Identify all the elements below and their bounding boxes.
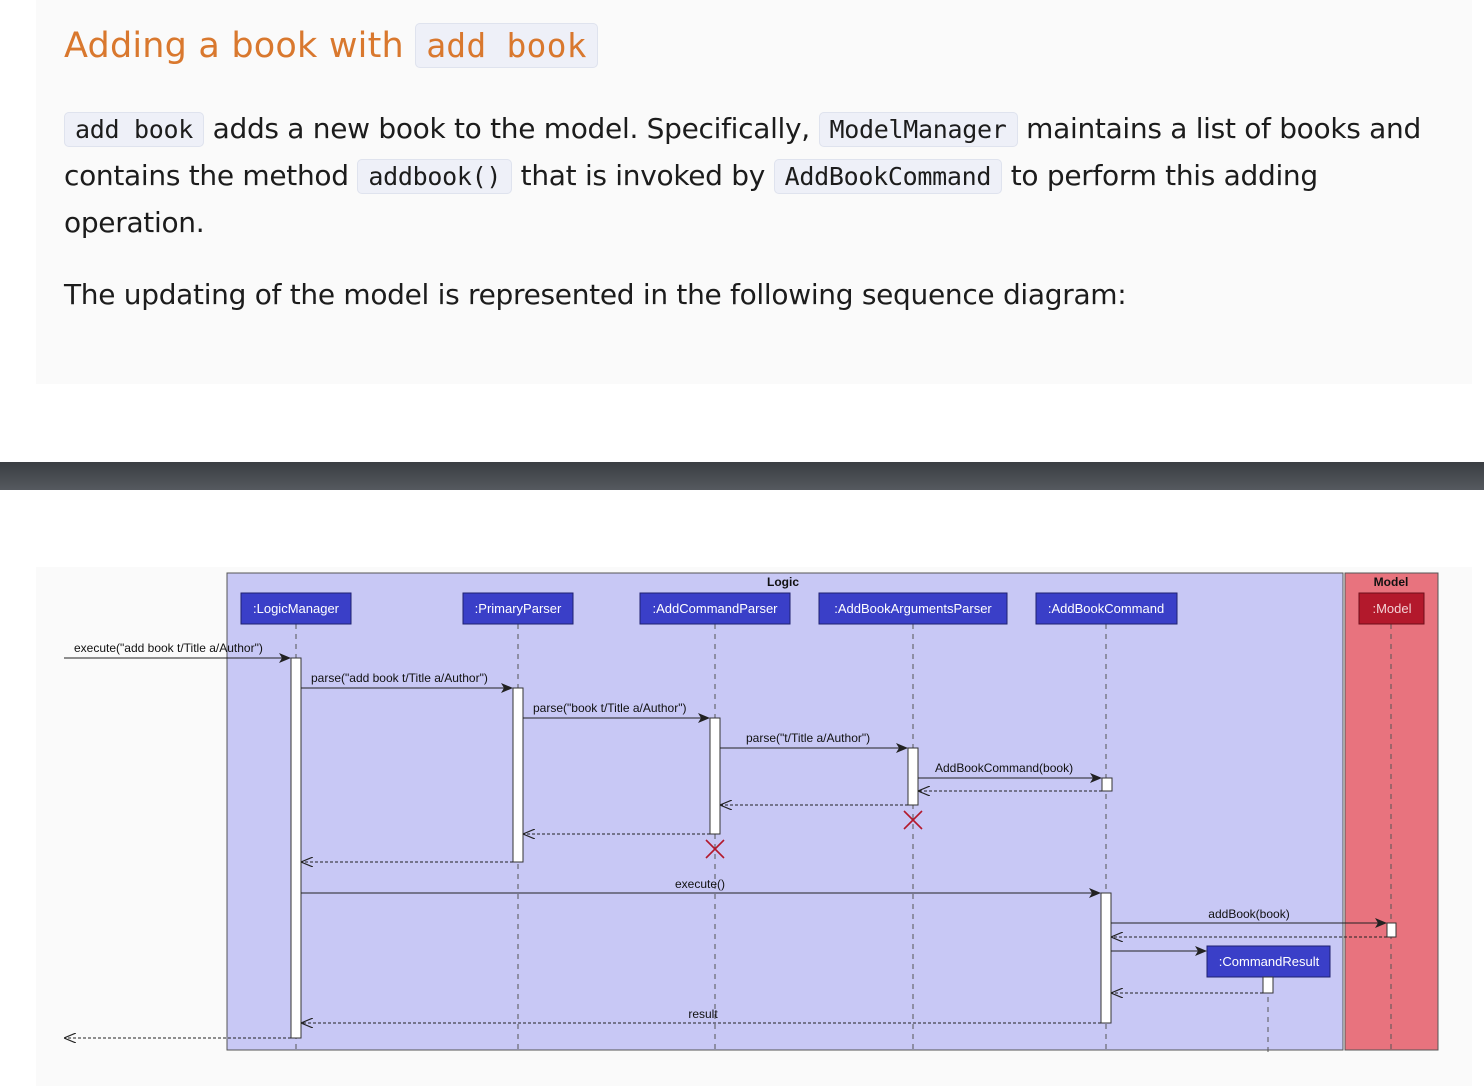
heading-text: Adding a book with (64, 26, 416, 66)
message-label-add-book: addBook(book) (1208, 907, 1289, 921)
message-label-parse-primary: parse("add book t/Title a/Author") (311, 671, 488, 685)
message-label-result: result (688, 1007, 718, 1021)
paragraph-text: to perform this adding operation. (64, 159, 1318, 239)
inline-code-addbook: addbook() (357, 159, 513, 194)
message-label-execute-command: execute("add book t/Title a/Author") (74, 641, 263, 655)
sequence-diagram: Logic Model :LogicManager :PrimaryParser… (64, 572, 1439, 1053)
paragraph-text: maintains a list of books and contains t… (64, 112, 1421, 192)
description-paragraph: add book adds a new book to the model. S… (64, 106, 1444, 246)
dark-divider-band (0, 462, 1484, 490)
activation-model (1386, 922, 1397, 938)
section-heading: Adding a book with add book (64, 23, 598, 68)
inline-code-model-manager: ModelManager (818, 112, 1018, 147)
logic-group-box (226, 572, 1344, 1051)
activation-primary-parser (512, 687, 524, 863)
participant-label: :CommandResult (1219, 954, 1320, 969)
participant-add-command-parser: :AddCommandParser (639, 592, 791, 625)
activation-command-result (1262, 976, 1274, 994)
participant-label: :Model (1372, 601, 1411, 616)
model-group-box (1344, 572, 1439, 1051)
logic-group-label: Logic (767, 575, 799, 589)
participant-label: :AddBookArgumentsParser (834, 601, 992, 616)
message-label-create-add-book-command: AddBookCommand(book) (935, 761, 1073, 775)
participant-label: :LogicManager (253, 601, 340, 616)
activation-add-book-command (1100, 892, 1112, 1024)
participant-logic-manager: :LogicManager (240, 592, 352, 625)
paragraph-text: adds a new book to the model. Specifical… (204, 112, 819, 145)
participant-label: :AddBookCommand (1048, 601, 1164, 616)
model-group-label: Model (1374, 575, 1409, 589)
inline-code-add-book-command: AddBookCommand (773, 159, 1003, 194)
participant-model: :Model (1358, 592, 1425, 625)
participant-add-book-command: :AddBookCommand (1035, 592, 1178, 625)
inline-code-add-book: add book (64, 112, 205, 147)
message-label-parse-arguments: parse("t/Title a/Author") (746, 731, 870, 745)
destroy-marker-add-command-parser (705, 839, 725, 859)
activation-add-command-parser (709, 717, 721, 835)
activation-add-book-command-constructor (1101, 777, 1113, 792)
participant-command-result: :CommandResult (1206, 945, 1331, 978)
diagram-intro-paragraph: The updating of the model is represented… (64, 278, 1127, 311)
document-section: Adding a book with add book add book add… (36, 0, 1472, 384)
activation-add-book-arguments-parser (907, 747, 919, 806)
heading-code: add book (415, 23, 598, 68)
activation-logic-manager (290, 657, 302, 1039)
message-label-parse-add-command: parse("book t/Title a/Author") (533, 701, 686, 715)
paragraph-text: that is invoked by (512, 159, 774, 192)
participant-label: :AddCommandParser (653, 601, 779, 616)
sequence-diagram-container: Logic Model :LogicManager :PrimaryParser… (36, 567, 1472, 1086)
destroy-marker-add-book-arguments-parser (903, 810, 923, 830)
participant-label: :PrimaryParser (475, 601, 562, 616)
participant-add-book-arguments-parser: :AddBookArgumentsParser (818, 592, 1008, 625)
message-label-execute: execute() (675, 877, 725, 891)
participant-primary-parser: :PrimaryParser (462, 592, 574, 625)
